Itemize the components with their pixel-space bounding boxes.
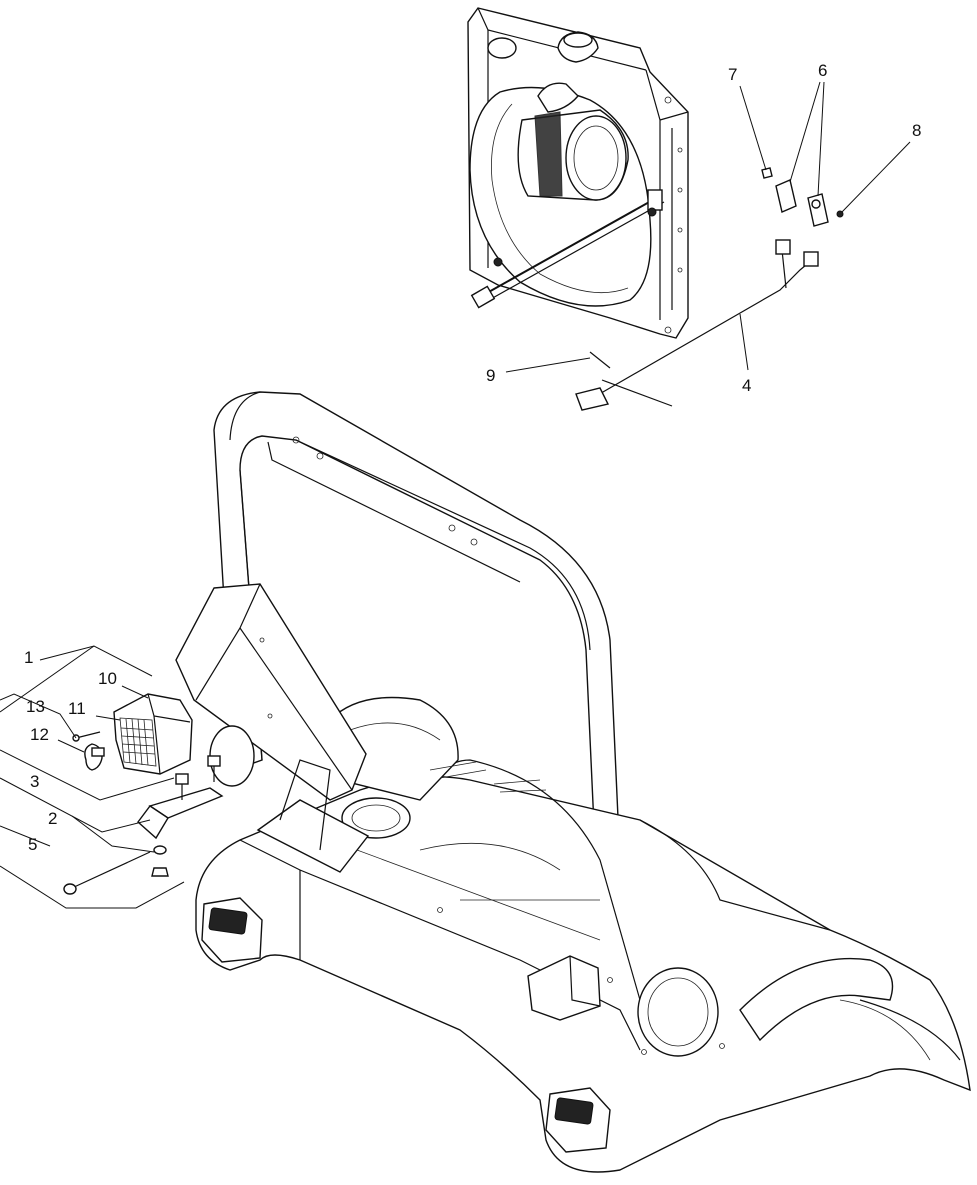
lamp-lens (119, 717, 157, 767)
callout-5: 5 (28, 835, 37, 854)
callout-labels: 1 2 3 4 5 6 7 8 9 10 11 12 13 (24, 61, 921, 854)
radiator-assembly (467, 7, 689, 339)
steering-console (175, 583, 370, 873)
callout-3: 3 (30, 772, 39, 791)
callout-11: 11 (68, 699, 86, 718)
callout-2: 2 (48, 809, 57, 828)
callout-9: 9 (486, 366, 495, 385)
callout-1: 1 (24, 648, 33, 667)
switch-parts (761, 167, 844, 227)
callout-8: 8 (912, 121, 921, 140)
callout-7: 7 (728, 65, 737, 84)
callout-10: 10 (98, 669, 117, 688)
wiring-harness (575, 239, 819, 411)
callout-13: 13 (26, 697, 45, 716)
callout-12: 12 (30, 725, 49, 744)
callout-6: 6 (818, 61, 827, 80)
callout-4: 4 (742, 376, 751, 395)
fender-body (195, 696, 971, 1173)
leader-lines (0, 81, 911, 909)
light-parts (63, 693, 224, 895)
